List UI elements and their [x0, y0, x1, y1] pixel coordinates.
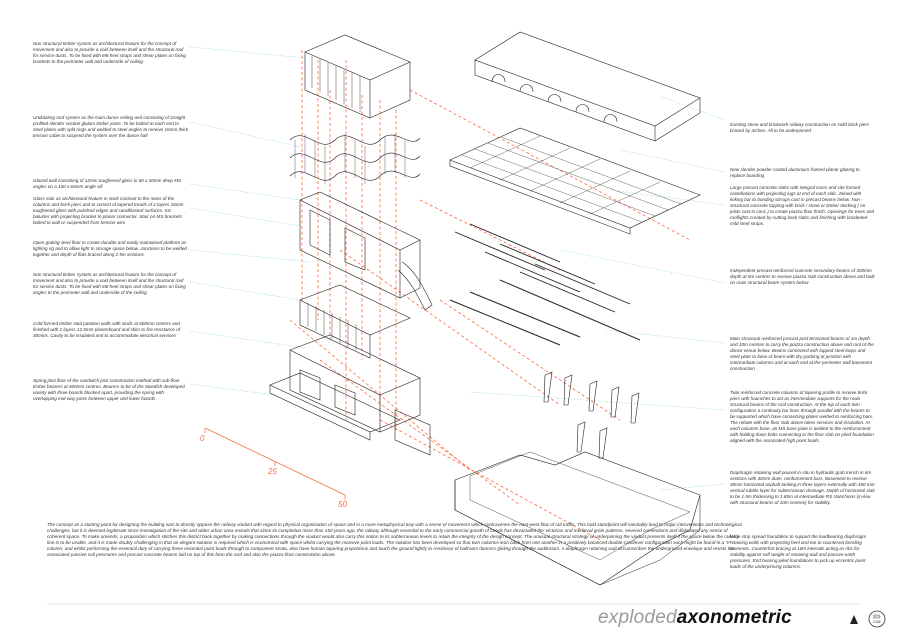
note-twin-columns: Twin reinforced concrete columns of tape… [730, 390, 874, 443]
timber-feature-top [304, 34, 411, 119]
note-stud-partitions: Cold formed timber stud partition walls … [33, 321, 181, 338]
piazza-slabs [449, 127, 701, 235]
stud-partitions [289, 334, 431, 456]
figure-icon [850, 615, 858, 624]
leader-lines [189, 46, 726, 546]
note-timber-feature-top: Non structural timber system as architec… [33, 41, 186, 64]
note-strip-foundation: Wide strip spread foundation to support … [730, 534, 867, 569]
note-precast-slabs: Large precast concrete slabs with integr… [730, 185, 875, 226]
sheet-title: explodedaxonometric [598, 607, 792, 629]
tapering-columns [543, 371, 640, 459]
svg-text:CIAE: CIAE [873, 620, 881, 624]
scale-label-25: 25 [268, 467, 277, 476]
scale-label-50: 50 [338, 500, 347, 509]
svg-text:設計: 設計 [873, 613, 881, 619]
note-planar-glazing: New slender powder coated aluminium fram… [730, 167, 860, 178]
note-timber-feature-lower: Non structural timber system as architec… [33, 272, 186, 295]
timber-feature-lower [299, 284, 411, 359]
scale-label-0: 0 [200, 434, 205, 443]
title-bold: axonometric [676, 607, 792, 628]
note-undulating-roof: Undulating roof system as the main dance… [33, 115, 188, 138]
note-glass-stair: Glass stair as architectural feature in … [33, 196, 184, 225]
retaining-wall-basement [454, 451, 701, 586]
spring-floor [269, 372, 401, 441]
note-spring-floor: Spring joist floor of the sandwich joist… [33, 378, 185, 401]
scale-bar [204, 427, 346, 500]
railway-viaduct [474, 31, 701, 142]
main-beams [449, 279, 641, 346]
title-light: exploded [598, 607, 677, 628]
note-secondary-beams: Independent precast reinforced concrete … [730, 268, 875, 285]
note-grating-floor: Open grating steel floor to create durab… [33, 240, 187, 257]
undulating-roof [289, 134, 421, 184]
studio-logo: 設計 CIAE [868, 610, 886, 628]
note-main-beams: Main structural reinforced precast post … [730, 336, 874, 371]
note-glazed-wall: Glazed wall consisting of 12mm toughened… [33, 178, 182, 189]
note-railway-viaduct: Existing stone and brickwork railway con… [730, 122, 870, 133]
secondary-beams [454, 223, 631, 313]
glazed-wall-and-stair [299, 191, 433, 311]
note-diaphragm-wall: Diaphragm retaining wall poured in-situ … [730, 470, 875, 505]
concept-statement: The concept as a starting point for desi… [47, 522, 742, 557]
